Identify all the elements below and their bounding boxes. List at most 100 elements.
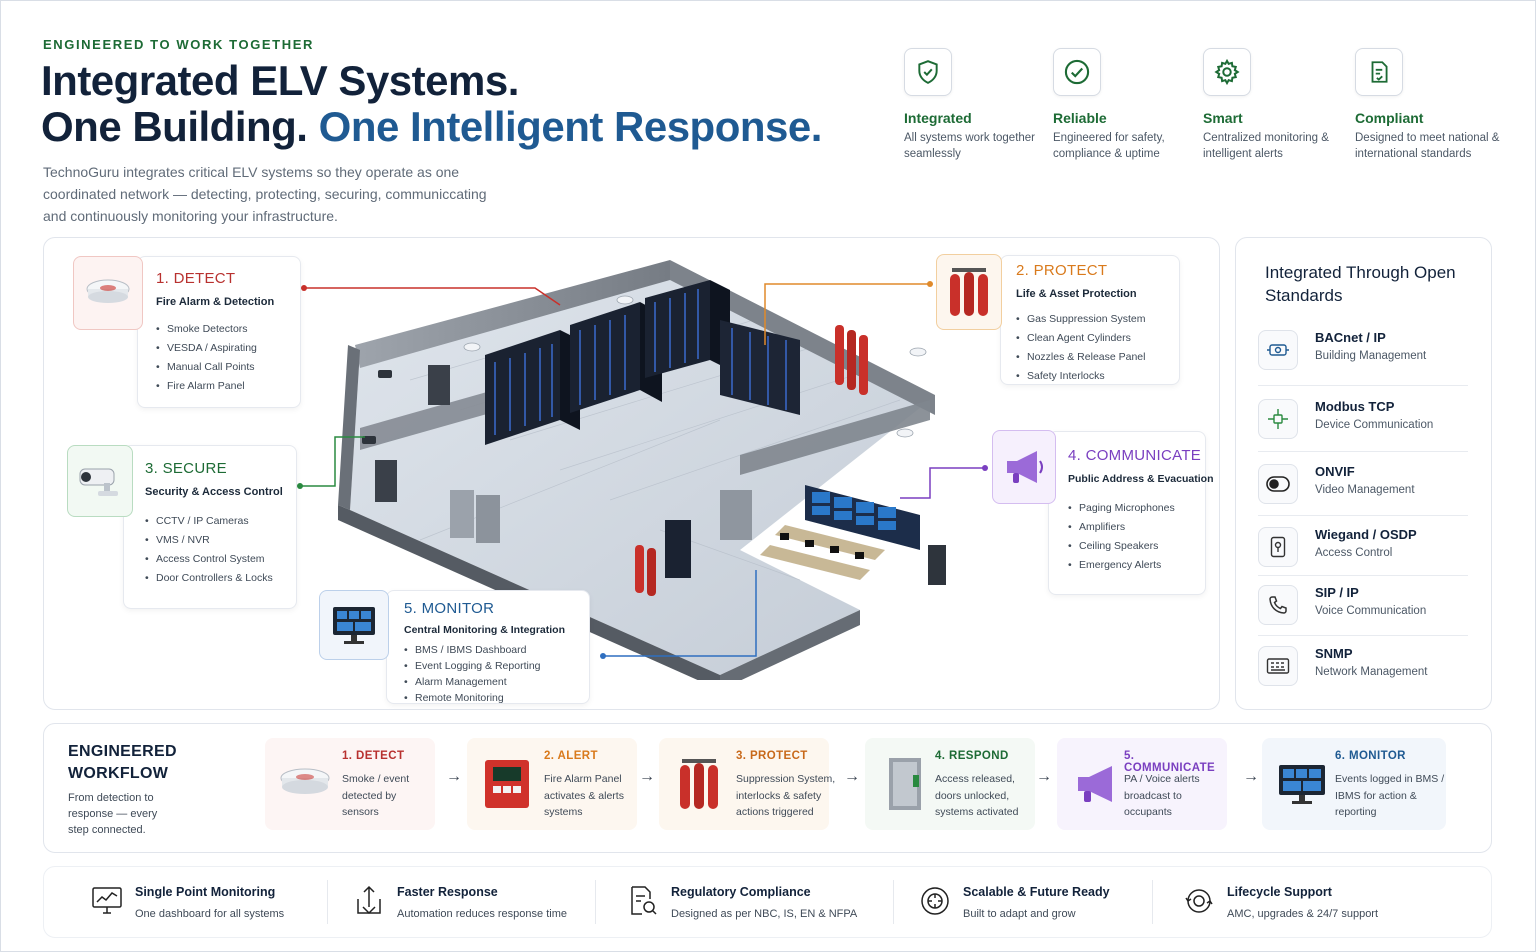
standard-snmp: SNMP Network Management bbox=[1258, 644, 1468, 702]
list-item: Manual Call Points bbox=[156, 358, 274, 377]
list-item: Gas Suppression System bbox=[1016, 310, 1145, 329]
monitor-subtitle: Central Monitoring & Integration bbox=[404, 624, 565, 636]
list-item: Access Control System bbox=[145, 550, 283, 569]
benefit-desc: AMC, upgrades & 24/7 support bbox=[1227, 908, 1379, 920]
divider bbox=[1258, 635, 1468, 636]
partition-wall-2 bbox=[740, 400, 930, 475]
door-illustrations bbox=[375, 365, 946, 585]
standard-desc: Building Management bbox=[1315, 350, 1427, 362]
step-desc: PA / Voice alerts broadcast to occupants bbox=[1124, 773, 1200, 818]
fire-alarm-panel-icon bbox=[477, 752, 537, 816]
workflow-desc: From detection to response — every step … bbox=[68, 792, 158, 836]
detect-subtitle: Fire Alarm & Detection bbox=[156, 296, 275, 308]
feature-desc: Centralized monitoring & intelligent ale… bbox=[1203, 132, 1329, 160]
standards-title: Integrated Through Open Standards bbox=[1265, 263, 1456, 305]
document-check-icon bbox=[1355, 48, 1403, 96]
divider bbox=[1258, 451, 1468, 452]
network-icon bbox=[1258, 330, 1298, 370]
divider bbox=[1258, 515, 1468, 516]
arrow-right-icon: → bbox=[1243, 768, 1259, 785]
standard-desc: Device Communication bbox=[1315, 419, 1434, 431]
gas-cylinder-icon bbox=[669, 752, 729, 816]
workflow-step-alert: 2. ALERT Fire Alarm Panel activates & al… bbox=[467, 738, 637, 830]
step-title: 1. DETECT bbox=[342, 750, 405, 762]
door-icon bbox=[875, 752, 935, 816]
gas-cylinders-illustration bbox=[635, 325, 868, 596]
standard-name: ONVIF bbox=[1315, 464, 1355, 479]
title-line-2: One Building. One Intelligent Response. bbox=[41, 104, 822, 150]
secure-items: CCTV / IP Cameras VMS / NVR Access Contr… bbox=[145, 512, 283, 588]
standard-sip: SIP / IP Voice Communication bbox=[1258, 583, 1468, 641]
workflow-step-communicate: 5. COMMUNICATE PA / Voice alerts broadca… bbox=[1057, 738, 1227, 830]
benefit-faster-response: Faster Response Automation reduces respo… bbox=[352, 884, 582, 924]
communicate-items: Paging Microphones Amplifiers Ceiling Sp… bbox=[1068, 499, 1213, 575]
secure-subtitle: Security & Access Control bbox=[145, 486, 283, 498]
divider bbox=[1152, 880, 1153, 924]
phone-icon bbox=[1258, 585, 1298, 625]
protect-section: 2. PROTECT Life & Asset Protection Gas S… bbox=[1016, 262, 1145, 386]
step-title: 3. PROTECT bbox=[736, 750, 808, 762]
detect-section: 1. DETECT Fire Alarm & Detection Smoke D… bbox=[156, 270, 274, 396]
benefit-lifecycle-support: Lifecycle Support AMC, upgrades & 24/7 s… bbox=[1182, 884, 1442, 924]
left-outer-wall bbox=[338, 345, 360, 510]
title-line-2-accent: One Intelligent Response. bbox=[318, 103, 823, 150]
feature-compliant: Compliant Designed to meet national & in… bbox=[1355, 48, 1515, 162]
benefit-desc: Built to adapt and grow bbox=[963, 908, 1076, 920]
title-line-2-part-a: One Building. bbox=[41, 103, 308, 150]
standard-name: SIP / IP bbox=[1315, 585, 1359, 600]
smoke-detector-markers bbox=[463, 295, 927, 438]
arrow-right-icon: → bbox=[639, 768, 655, 785]
divider bbox=[893, 880, 894, 924]
shield-check-icon bbox=[904, 48, 952, 96]
protect-connector bbox=[764, 283, 930, 345]
standard-desc: Video Management bbox=[1315, 484, 1415, 496]
list-item: Safety Interlocks bbox=[1016, 367, 1145, 386]
step-title: 4. RESPOND bbox=[935, 750, 1009, 762]
list-item: Fire Alarm Panel bbox=[156, 377, 274, 396]
page-title: Integrated ELV Systems. One Building. On… bbox=[41, 58, 822, 150]
workflow-step-monitor: 6. MONITOR Events logged in BMS / IBMS f… bbox=[1262, 738, 1446, 830]
list-item: Door Controllers & Locks bbox=[145, 569, 283, 588]
standard-desc: Access Control bbox=[1315, 547, 1393, 559]
monitor-connector bbox=[603, 570, 757, 657]
list-item: Remote Monitoring bbox=[404, 690, 565, 706]
step-title: 2. ALERT bbox=[544, 750, 598, 762]
camera-markers bbox=[362, 370, 392, 444]
communicate-title: 4. COMMUNICATE bbox=[1068, 447, 1202, 464]
benefit-title: Single Point Monitoring bbox=[135, 885, 276, 899]
standard-name: Modbus TCP bbox=[1315, 399, 1395, 414]
secure-section: 3. SECURE Security & Access Control CCTV… bbox=[145, 460, 283, 588]
feature-integrated: Integrated All systems work together sea… bbox=[904, 48, 1064, 162]
list-item: VMS / NVR bbox=[145, 531, 283, 550]
detect-title: 1. DETECT bbox=[156, 270, 236, 287]
feature-title: Compliant bbox=[1355, 110, 1424, 126]
benefit-title: Faster Response bbox=[397, 885, 498, 899]
monitor-dashboard-icon bbox=[1272, 752, 1332, 816]
control-room-illustration bbox=[760, 485, 920, 580]
list-item: Amplifiers bbox=[1068, 518, 1213, 537]
smoke-detector-icon bbox=[275, 752, 335, 816]
step-desc: Smoke / event detected by sensors bbox=[342, 773, 410, 818]
arrow-right-icon: → bbox=[1036, 768, 1052, 785]
workflow-step-detect: 1. DETECT Smoke / event detected by sens… bbox=[265, 738, 435, 830]
list-item: Paging Microphones bbox=[1068, 499, 1213, 518]
workflow-step-respond: 4. RESPOND Access released, doors unlock… bbox=[865, 738, 1035, 830]
benefit-regulatory-compliance: Regulatory Compliance Designed as per NB… bbox=[626, 884, 896, 924]
divider bbox=[1258, 385, 1468, 386]
protect-items: Gas Suppression System Clean Agent Cylin… bbox=[1016, 310, 1145, 386]
step-desc: Access released, doors unlocked, systems… bbox=[935, 773, 1019, 818]
arrow-right-icon: → bbox=[446, 768, 462, 785]
list-item: BMS / IBMS Dashboard bbox=[404, 642, 565, 658]
workflow-title-line-1: ENGINEERED bbox=[68, 743, 177, 760]
standard-name: BACnet / IP bbox=[1315, 330, 1386, 345]
standard-onvif: ONVIF Video Management bbox=[1258, 462, 1468, 520]
standard-name: SNMP bbox=[1315, 646, 1353, 661]
step-desc: Fire Alarm Panel activates & alerts syst… bbox=[544, 773, 624, 818]
list-item: Event Logging & Reporting bbox=[404, 658, 565, 674]
benefit-desc: Automation reduces response time bbox=[397, 908, 567, 920]
eyebrow-text: ENGINEERED TO WORK TOGETHER bbox=[43, 37, 314, 52]
monitor-items: BMS / IBMS Dashboard Event Logging & Rep… bbox=[404, 642, 565, 706]
gear-icon bbox=[1203, 48, 1251, 96]
list-item: Smoke Detectors bbox=[156, 320, 274, 339]
front-wall-right bbox=[720, 610, 860, 680]
